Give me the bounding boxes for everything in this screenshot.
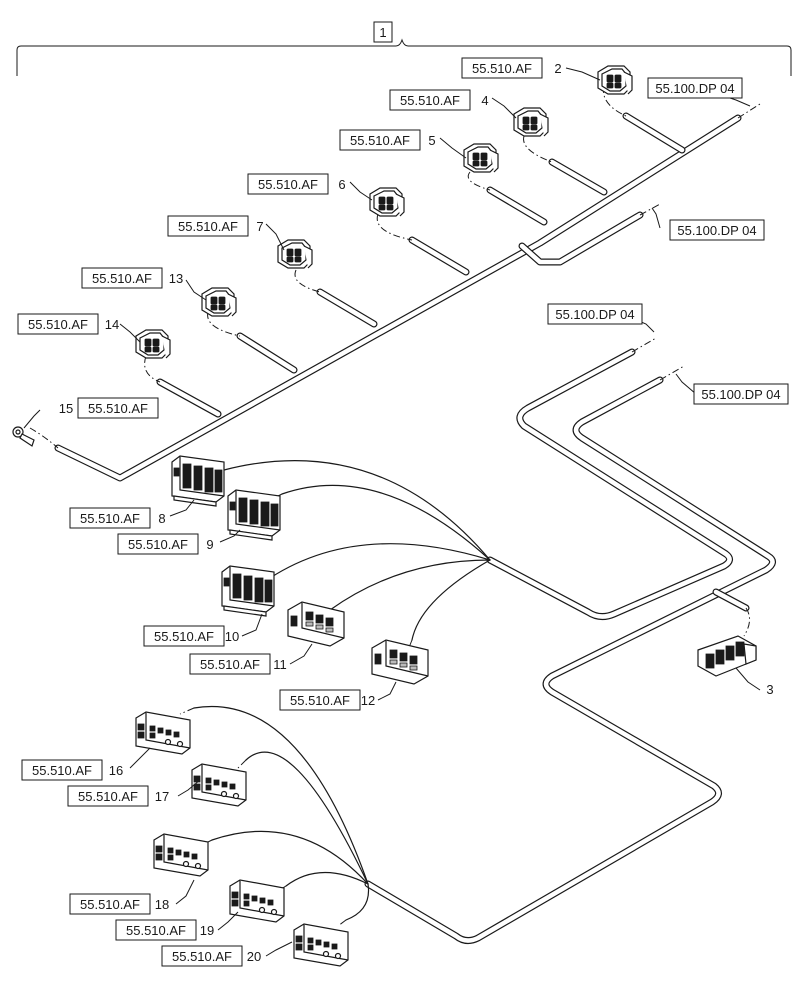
svg-text:2: 2 xyxy=(554,61,561,76)
svg-text:55.510.AF: 55.510.AF xyxy=(80,897,140,912)
svg-text:55.100.DP 04: 55.100.DP 04 xyxy=(655,81,734,96)
callout-17: 55.510.AF 17 xyxy=(67,785,169,807)
connector-6 xyxy=(369,187,405,217)
svg-text:11: 11 xyxy=(273,657,287,672)
svg-text:15: 15 xyxy=(59,401,73,416)
svg-text:16: 16 xyxy=(109,763,123,778)
svg-text:18: 18 xyxy=(155,897,169,912)
callout-4: 55.510.AF 4 xyxy=(389,89,489,111)
connector-17 xyxy=(191,763,247,807)
svg-text:9: 9 xyxy=(206,537,213,552)
connector-8 xyxy=(171,455,225,507)
crossref-2: 55.100.DP 04 xyxy=(669,219,765,241)
connector-19 xyxy=(229,879,285,923)
svg-text:55.510.AF: 55.510.AF xyxy=(258,177,318,192)
connector-7 xyxy=(277,239,313,269)
svg-text:17: 17 xyxy=(155,789,169,804)
svg-text:55.510.AF: 55.510.AF xyxy=(178,219,238,234)
svg-text:3: 3 xyxy=(766,682,773,697)
svg-text:6: 6 xyxy=(338,177,345,192)
connector-9 xyxy=(227,489,281,541)
svg-text:10: 10 xyxy=(225,629,239,644)
connector-20 xyxy=(293,923,349,967)
svg-text:55.100.DP 04: 55.100.DP 04 xyxy=(677,223,756,238)
callout-8: 55.510.AF 8 xyxy=(69,507,166,529)
connector-12 xyxy=(371,639,429,685)
svg-text:55.100.DP 04: 55.100.DP 04 xyxy=(555,307,634,322)
callout-6: 55.510.AF 6 xyxy=(247,173,346,195)
svg-text:4: 4 xyxy=(481,93,488,108)
connector-16 xyxy=(135,711,191,755)
connector-4 xyxy=(513,107,549,137)
callout-20: 55.510.AF 20 xyxy=(161,945,261,967)
svg-text:55.510.AF: 55.510.AF xyxy=(154,629,214,644)
callout-2: 55.510.AF 2 xyxy=(461,57,562,79)
svg-text:55.510.AF: 55.510.AF xyxy=(92,271,152,286)
connector-2 xyxy=(597,65,633,95)
lower-trunk xyxy=(179,337,776,945)
callout-12: 55.510.AF 12 xyxy=(279,689,375,711)
svg-text:55.510.AF: 55.510.AF xyxy=(472,61,532,76)
svg-text:55.510.AF: 55.510.AF xyxy=(128,537,188,552)
svg-text:55.510.AF: 55.510.AF xyxy=(290,693,350,708)
svg-text:55.510.AF: 55.510.AF xyxy=(400,93,460,108)
crossref-1: 55.100.DP 04 xyxy=(647,77,743,99)
callout-13: 55.510.AF 13 xyxy=(81,267,183,289)
connector-13 xyxy=(201,287,237,317)
callout-15: 15 55.510.AF xyxy=(59,397,159,419)
svg-text:55.510.AF: 55.510.AF xyxy=(200,657,260,672)
callout-14: 55.510.AF 14 xyxy=(17,313,119,335)
callout-16: 55.510.AF 16 xyxy=(21,759,123,781)
svg-text:55.510.AF: 55.510.AF xyxy=(88,401,148,416)
svg-text:5: 5 xyxy=(428,133,435,148)
svg-text:14: 14 xyxy=(105,317,119,332)
svg-text:7: 7 xyxy=(256,219,263,234)
svg-text:13: 13 xyxy=(169,271,183,286)
svg-text:55.510.AF: 55.510.AF xyxy=(78,789,138,804)
connector-3 xyxy=(697,635,757,677)
callout-7: 55.510.AF 7 xyxy=(167,215,264,237)
upper-trunk xyxy=(29,85,761,482)
svg-text:55.100.DP 04: 55.100.DP 04 xyxy=(701,387,780,402)
callout-19: 55.510.AF 19 xyxy=(115,919,214,941)
callout-18: 55.510.AF 18 xyxy=(69,893,169,915)
crossref-4: 55.100.DP 04 xyxy=(693,383,789,405)
svg-text:20: 20 xyxy=(247,949,261,964)
connector-5 xyxy=(463,143,499,173)
svg-text:55.510.AF: 55.510.AF xyxy=(126,923,186,938)
connector-14 xyxy=(135,329,171,359)
svg-text:8: 8 xyxy=(158,511,165,526)
connector-11 xyxy=(287,601,345,647)
callout-9: 55.510.AF 9 xyxy=(117,533,214,555)
ring-terminal-15 xyxy=(12,426,35,447)
svg-text:55.510.AF: 55.510.AF xyxy=(32,763,92,778)
crossref-3: 55.100.DP 04 xyxy=(547,303,643,325)
svg-text:19: 19 xyxy=(200,923,214,938)
callout-11: 55.510.AF 11 xyxy=(189,653,287,675)
svg-text:55.510.AF: 55.510.AF xyxy=(80,511,140,526)
callout-3: 3 xyxy=(766,682,773,697)
callout-5: 55.510.AF 5 xyxy=(339,129,436,151)
assembly-bracket: 1 xyxy=(16,21,792,76)
callout-10: 55.510.AF 10 xyxy=(143,625,239,647)
connector-10 xyxy=(221,565,275,617)
svg-text:12: 12 xyxy=(361,693,375,708)
connector-18 xyxy=(153,833,209,877)
svg-text:55.510.AF: 55.510.AF xyxy=(350,133,410,148)
svg-text:55.510.AF: 55.510.AF xyxy=(172,949,232,964)
assembly-item-number: 1 xyxy=(379,25,386,40)
svg-text:55.510.AF: 55.510.AF xyxy=(28,317,88,332)
